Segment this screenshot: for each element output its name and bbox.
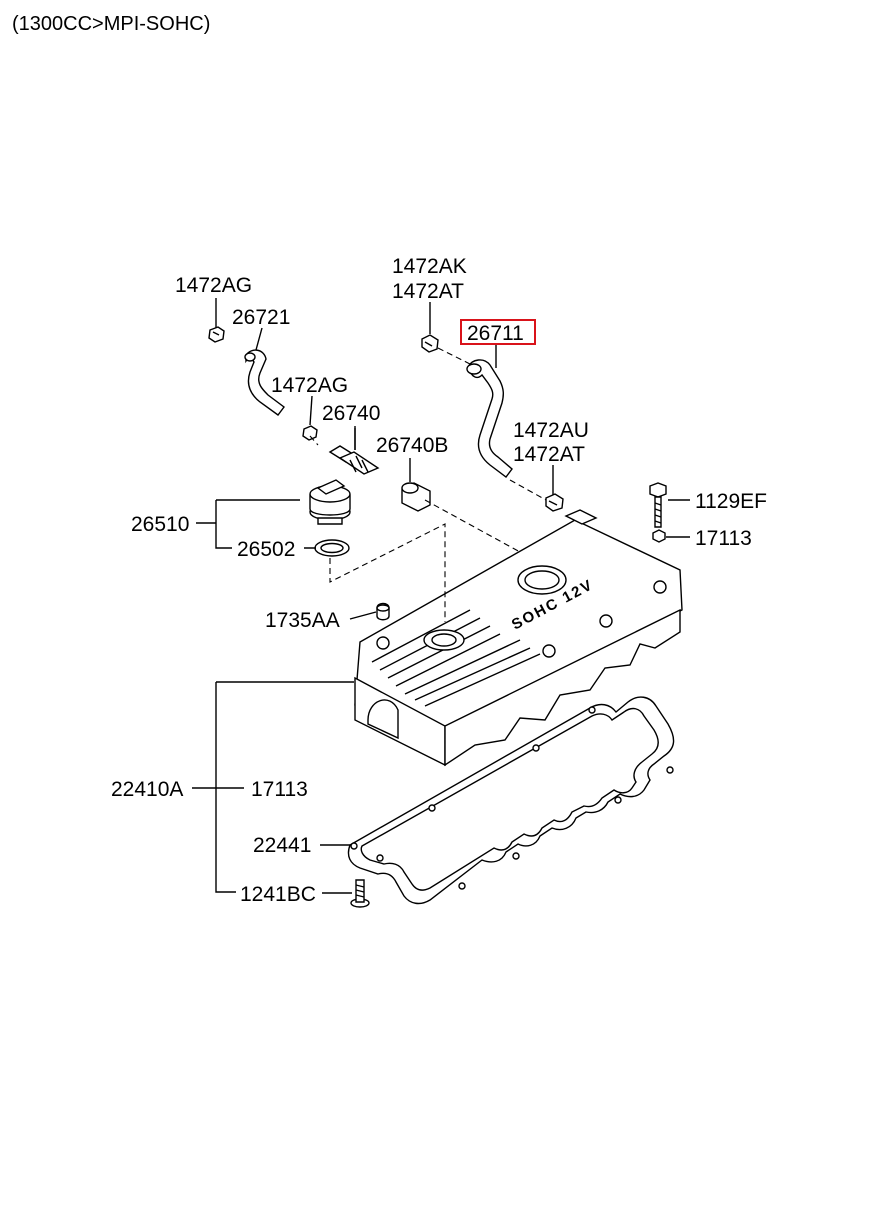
highlight-box-26711 [460, 319, 536, 345]
assembly-line-grommet [424, 499, 521, 553]
label-26502[interactable]: 26502 [237, 538, 295, 561]
label-1472AT-upper[interactable]: 1472AT [392, 280, 464, 303]
label-1735AA[interactable]: 1735AA [265, 609, 340, 632]
clamp-1472AG-upper-part[interactable] [208, 326, 225, 343]
pcv-valve-26740-part[interactable] [328, 428, 380, 475]
rocker-cover-22410A-part[interactable]: SOHC 12V [354, 509, 683, 767]
bolt-1241BC-part[interactable] [350, 879, 370, 908]
label-1241BC[interactable]: 1241BC [240, 883, 316, 906]
clamp-1472AK-part[interactable] [421, 334, 439, 353]
clamp-1472AU-part[interactable] [545, 493, 564, 512]
assembly-line-pcv [309, 435, 319, 446]
nut-17113-part[interactable] [652, 529, 666, 543]
assembly-line-cap [329, 523, 446, 622]
clamp-1472AG-lower-part[interactable] [302, 425, 318, 441]
label-26740B[interactable]: 26740B [376, 434, 448, 457]
label-1472AT-lower[interactable]: 1472AT [513, 443, 585, 466]
assembly-line-clamp2 [509, 479, 547, 501]
label-26510[interactable]: 26510 [131, 513, 189, 536]
label-26740[interactable]: 26740 [322, 402, 380, 425]
label-1472AU[interactable]: 1472AU [513, 419, 589, 442]
label-1472AG-lower[interactable]: 1472AG [271, 374, 348, 397]
label-1129EF[interactable]: 1129EF [695, 490, 767, 513]
label-1472AG-upper[interactable]: 1472AG [175, 274, 252, 297]
plug-1735AA-part[interactable] [376, 602, 390, 621]
label-22441[interactable]: 22441 [253, 834, 311, 857]
page-title: (1300CC>MPI-SOHC) [12, 13, 211, 35]
label-1472AK[interactable]: 1472AK [392, 255, 467, 278]
hose-26711-part[interactable] [466, 359, 513, 478]
rocker-cover-gasket-22441-part[interactable] [347, 696, 675, 905]
label-17113-upper[interactable]: 17113 [695, 527, 752, 550]
label-22410A[interactable]: 22410A [111, 778, 183, 801]
bolt-1129EF-part[interactable] [649, 482, 667, 528]
grommet-26740B-part[interactable] [401, 482, 431, 512]
hose-26721-part[interactable] [244, 349, 285, 416]
cap-gasket-26502-part[interactable] [314, 539, 350, 557]
oil-filler-cap-26510-part[interactable] [309, 479, 351, 525]
label-26711[interactable]: 26711 [467, 322, 524, 345]
label-26721[interactable]: 26721 [232, 306, 290, 329]
assembly-line-clamp [437, 347, 473, 366]
label-17113-lower[interactable]: 17113 [251, 778, 308, 801]
leader-lines [192, 298, 690, 894]
